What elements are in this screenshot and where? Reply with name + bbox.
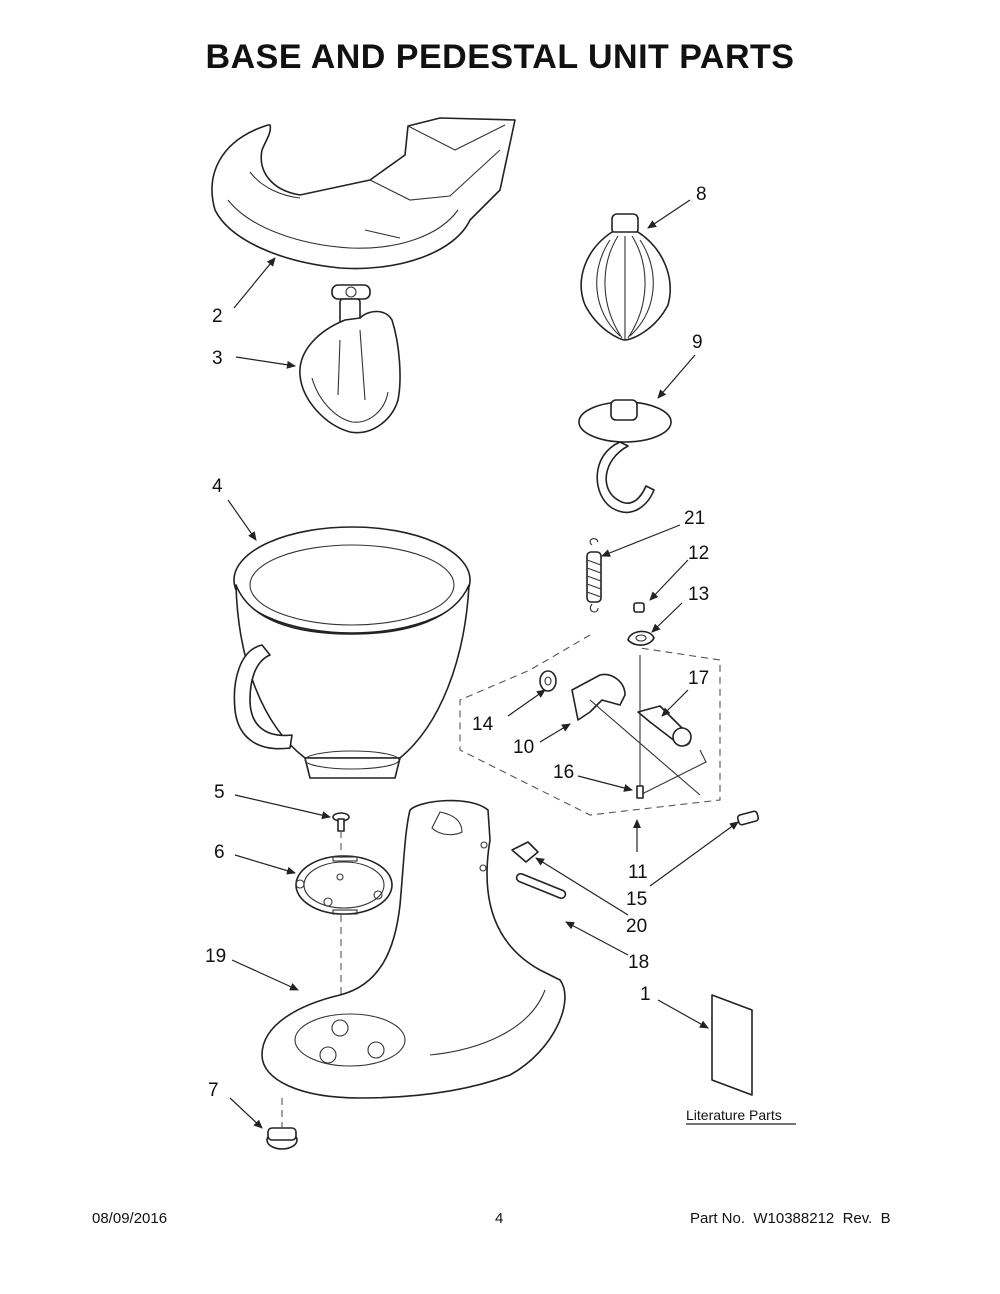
- callout-13: 13: [688, 584, 709, 605]
- rod-part[interactable]: [636, 655, 707, 799]
- lever-part[interactable]: [637, 705, 692, 747]
- footer-part-number: Part No. W10388212 Rev. B: [690, 1210, 891, 1227]
- callout-10: 10: [513, 737, 534, 758]
- callout-5: 5: [214, 782, 225, 803]
- washer-14-part[interactable]: [539, 670, 557, 692]
- callout-8: 8: [696, 184, 707, 205]
- washer-13-part[interactable]: [627, 630, 655, 646]
- mixing-bowl-part[interactable]: [233, 526, 471, 779]
- callout-2: 2: [212, 306, 223, 327]
- callout-19: 19: [205, 946, 226, 967]
- callout-4: 4: [212, 476, 223, 497]
- callout-17: 17: [688, 668, 709, 689]
- footer-page-number: 4: [495, 1210, 504, 1227]
- callout-20: 20: [626, 916, 647, 937]
- pedestal-base-part[interactable]: [261, 799, 566, 1099]
- pouring-shield-part[interactable]: [211, 117, 516, 270]
- foot-part[interactable]: [266, 1127, 298, 1150]
- screw-12-part[interactable]: [633, 602, 645, 613]
- footer-date: 08/09/2016: [92, 1210, 168, 1227]
- screw-5-part[interactable]: [332, 812, 350, 832]
- pin-part[interactable]: [736, 810, 760, 826]
- literature-part[interactable]: [711, 994, 753, 1096]
- hinge-plate-part[interactable]: [571, 673, 701, 796]
- callout-11: 11: [628, 862, 648, 883]
- callout-21: 21: [684, 508, 705, 529]
- callout-3: 3: [212, 348, 223, 369]
- callout-6: 6: [214, 842, 225, 863]
- callout-12: 12: [688, 543, 709, 564]
- flat-beater-part[interactable]: [299, 284, 401, 434]
- dough-hook-part[interactable]: [578, 399, 672, 514]
- callout-1: 1: [640, 984, 651, 1005]
- page-title: BASE AND PEDESTAL UNIT PARTS: [205, 38, 795, 76]
- hinge-pin-part[interactable]: [515, 872, 567, 900]
- spring-part[interactable]: [586, 538, 602, 613]
- callout-7: 7: [208, 1080, 219, 1101]
- callout-14: 14: [472, 714, 494, 735]
- callout-15: 15: [626, 889, 647, 910]
- callout-9: 9: [692, 332, 703, 353]
- cover-20-part[interactable]: [511, 841, 539, 863]
- callout-18: 18: [628, 952, 649, 973]
- clamp-plate-part[interactable]: [295, 855, 393, 915]
- wire-whip-part[interactable]: [580, 213, 671, 341]
- literature-parts-label: Literature Parts: [686, 1107, 782, 1123]
- callout-16: 16: [553, 762, 574, 783]
